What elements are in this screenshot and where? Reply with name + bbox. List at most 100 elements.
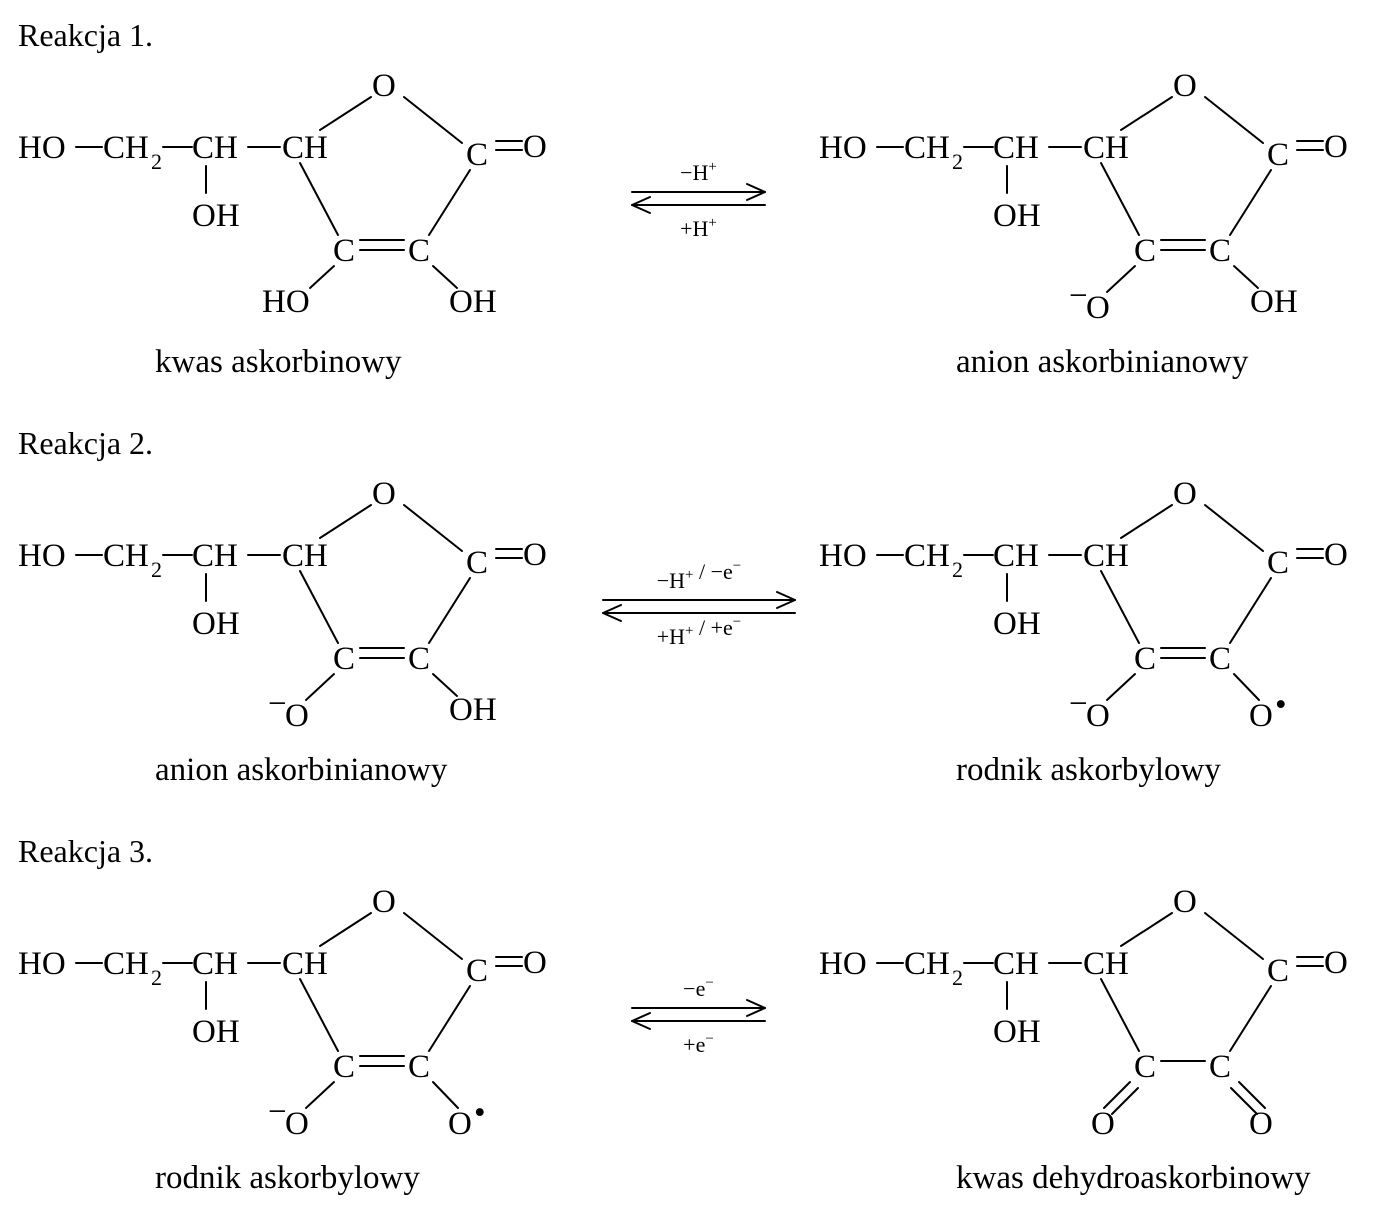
- ch-label: CH: [192, 538, 238, 574]
- molecule-name: rodnik askorbylowy: [155, 1160, 420, 1196]
- substituent-bond: [309, 265, 335, 289]
- carbonyl-oxygen-label: O: [523, 537, 547, 573]
- ring-oxygen-label: O: [1173, 884, 1197, 920]
- molecule-name: anion askorbinianowy: [155, 752, 448, 788]
- carbonyl-oxygen-label: O: [1324, 945, 1348, 981]
- arrow-condition-top: −H+: [680, 159, 717, 185]
- ch-label: CH: [192, 130, 238, 166]
- carbonyl-carbon-label: C: [466, 953, 488, 989]
- reverse-arrow-head: [631, 1020, 651, 1030]
- ring-carbon-label: C: [333, 641, 355, 677]
- ch-label: CH: [993, 130, 1039, 166]
- oh-label: OH: [192, 198, 240, 234]
- ring-carbon-label: C: [408, 641, 430, 677]
- left-substituent-label: O: [285, 1106, 309, 1142]
- ring-bond: [299, 570, 339, 644]
- ch2-label: CH: [103, 946, 149, 982]
- reverse-arrow-head: [602, 612, 622, 622]
- oh-label: OH: [192, 1014, 240, 1050]
- ch2-subscript: 2: [151, 965, 162, 990]
- carbonyl-carbon-label: C: [466, 137, 488, 173]
- carbonyl-carbon-label: C: [1267, 137, 1289, 173]
- ring-carbon-label: C: [1134, 641, 1156, 677]
- ch2-subscript: 2: [952, 149, 963, 174]
- ring-bond: [299, 162, 339, 236]
- forward-arrow-head: [746, 191, 766, 201]
- ring-bond: [1120, 912, 1173, 947]
- ring-bond: [319, 912, 372, 947]
- left-substituent-label: HO: [262, 284, 310, 320]
- ch2-subscript: 2: [151, 149, 162, 174]
- arrow-condition-bottom: +H+ / +e−: [657, 614, 742, 649]
- ring-carbon-label: C: [1209, 233, 1231, 269]
- molecule-name: anion askorbinianowy: [956, 344, 1249, 380]
- ring-bond: [1229, 985, 1272, 1052]
- ring-carbon-label: C: [408, 1049, 430, 1085]
- ring-oxygen-label: O: [372, 68, 396, 104]
- substituent-bond: [305, 1081, 335, 1109]
- ring-carbon-label: C: [1134, 233, 1156, 269]
- ring-bond: [1120, 504, 1173, 539]
- double-bond-line: [1103, 1081, 1131, 1109]
- ring-oxygen-label: O: [1173, 68, 1197, 104]
- ring-ch-label: CH: [282, 538, 328, 574]
- ring-carbon-label: C: [1209, 641, 1231, 677]
- arrow-condition-top: −H+ / −e−: [657, 558, 742, 593]
- ring-carbon-label: C: [333, 233, 355, 269]
- forward-arrow: [602, 591, 796, 601]
- substituent-bond: [1233, 673, 1260, 701]
- ho-label: HO: [819, 946, 867, 982]
- ring-bond: [1229, 169, 1272, 236]
- right-substituent-label: OH: [1250, 284, 1298, 320]
- ring-bond: [428, 169, 471, 236]
- ring-ch-label: CH: [282, 130, 328, 166]
- ch-label: CH: [993, 538, 1039, 574]
- right-substituent-label: OH: [449, 284, 497, 320]
- ch2-label: CH: [904, 130, 950, 166]
- radical-dot: •: [1275, 687, 1287, 723]
- forward-arrow: [631, 999, 766, 1009]
- ring-bond: [319, 96, 372, 131]
- ring-bond: [319, 504, 372, 539]
- equilibrium-arrows: −e−+e−: [631, 975, 766, 1057]
- right-substituent-label: O: [1249, 1106, 1273, 1142]
- substituent-bond: [432, 265, 458, 289]
- ring-bond: [428, 577, 471, 644]
- equilibrium-arrows: −H+ / −e− +H+ / +e−: [602, 558, 796, 649]
- negative-charge: −: [1069, 278, 1088, 314]
- ring-bond: [1120, 96, 1173, 131]
- negative-charge: −: [1069, 686, 1088, 722]
- ring-bond: [1204, 96, 1264, 144]
- arrow-condition-bottom: +H+: [680, 215, 717, 241]
- molecule-name: rodnik askorbylowy: [956, 752, 1221, 788]
- arrow-condition-top: −e−: [683, 975, 714, 1001]
- carbonyl-oxygen-label: O: [1324, 129, 1348, 165]
- reaction-heading: Reakcja 3.: [18, 833, 153, 869]
- right-substituent-label: O: [448, 1106, 472, 1142]
- negative-charge: −: [268, 1094, 287, 1130]
- ch2-subscript: 2: [952, 965, 963, 990]
- ho-label: HO: [819, 130, 867, 166]
- ring-bond: [1100, 162, 1140, 236]
- carbonyl-carbon-label: C: [1267, 953, 1289, 989]
- oh-label: OH: [192, 606, 240, 642]
- oh-label: OH: [993, 198, 1041, 234]
- reverse-arrow: [602, 604, 796, 614]
- negative-charge: −: [268, 686, 287, 722]
- ring-bond: [1204, 504, 1264, 552]
- ring-bond: [1229, 577, 1272, 644]
- double-bond-line: [1238, 1081, 1266, 1109]
- ho-label: HO: [819, 538, 867, 574]
- ring-bond: [1100, 570, 1140, 644]
- carbonyl-oxygen-label: O: [523, 945, 547, 981]
- reaction-heading: Reakcja 2.: [18, 425, 153, 461]
